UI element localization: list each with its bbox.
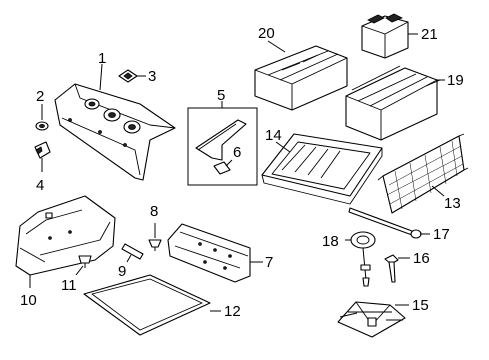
leader-13 xyxy=(431,185,445,197)
part-6-retainer[interactable] xyxy=(213,161,231,175)
callout-16: 16 xyxy=(413,250,430,267)
callout-12: 12 xyxy=(224,303,241,320)
callout-3: 3 xyxy=(148,68,156,85)
part-7-sill-trim[interactable] xyxy=(167,223,251,283)
part-12-floor-mat[interactable] xyxy=(83,274,211,336)
callout-14: 14 xyxy=(265,127,282,144)
part-18-hold-down-bolt[interactable] xyxy=(350,231,376,287)
callout-10: 10 xyxy=(20,292,37,309)
callout-2: 2 xyxy=(36,88,44,105)
callout-21: 21 xyxy=(421,26,438,43)
callout-11: 11 xyxy=(61,277,77,294)
part-4-bracket[interactable] xyxy=(34,141,51,159)
leader-14 xyxy=(275,141,291,153)
callout-13: 13 xyxy=(444,195,461,212)
part-19-cargo-organizer[interactable] xyxy=(345,65,441,141)
part-17-jack-handle[interactable] xyxy=(348,207,422,239)
callout-19: 19 xyxy=(447,72,464,89)
callout-9: 9 xyxy=(118,263,126,280)
leader-20 xyxy=(267,40,286,53)
part-9-foam-plug[interactable] xyxy=(121,243,144,260)
callout-17: 17 xyxy=(433,226,450,243)
part-1-package-tray[interactable] xyxy=(54,83,176,181)
callout-7: 7 xyxy=(265,254,273,271)
leader-6 xyxy=(225,159,233,167)
callout-8: 8 xyxy=(150,203,158,220)
part-8-push-clip[interactable] xyxy=(148,239,162,251)
callout-15: 15 xyxy=(412,297,429,314)
part-15-jack[interactable] xyxy=(337,301,406,338)
leader-1 xyxy=(99,63,103,91)
part-16-wrench[interactable] xyxy=(384,254,399,283)
callout-6: 6 xyxy=(233,144,241,161)
callout-1: 1 xyxy=(98,50,106,67)
part-21-storage-box[interactable] xyxy=(361,13,409,59)
part-13-cargo-net[interactable] xyxy=(377,133,469,214)
leader-11 xyxy=(75,265,84,276)
part-10-side-trim[interactable] xyxy=(15,195,116,276)
callout-4: 4 xyxy=(36,177,44,194)
part-14-cargo-tray[interactable] xyxy=(261,133,383,205)
callout-20: 20 xyxy=(258,25,275,42)
part-2-clip[interactable] xyxy=(35,121,49,131)
part-20-cargo-bin[interactable] xyxy=(254,45,348,111)
part-11-fastener[interactable] xyxy=(78,255,92,268)
callout-5: 5 xyxy=(217,87,225,104)
leader-9 xyxy=(126,254,132,263)
part-3-grommet[interactable] xyxy=(118,69,138,83)
callout-18: 18 xyxy=(322,233,339,250)
